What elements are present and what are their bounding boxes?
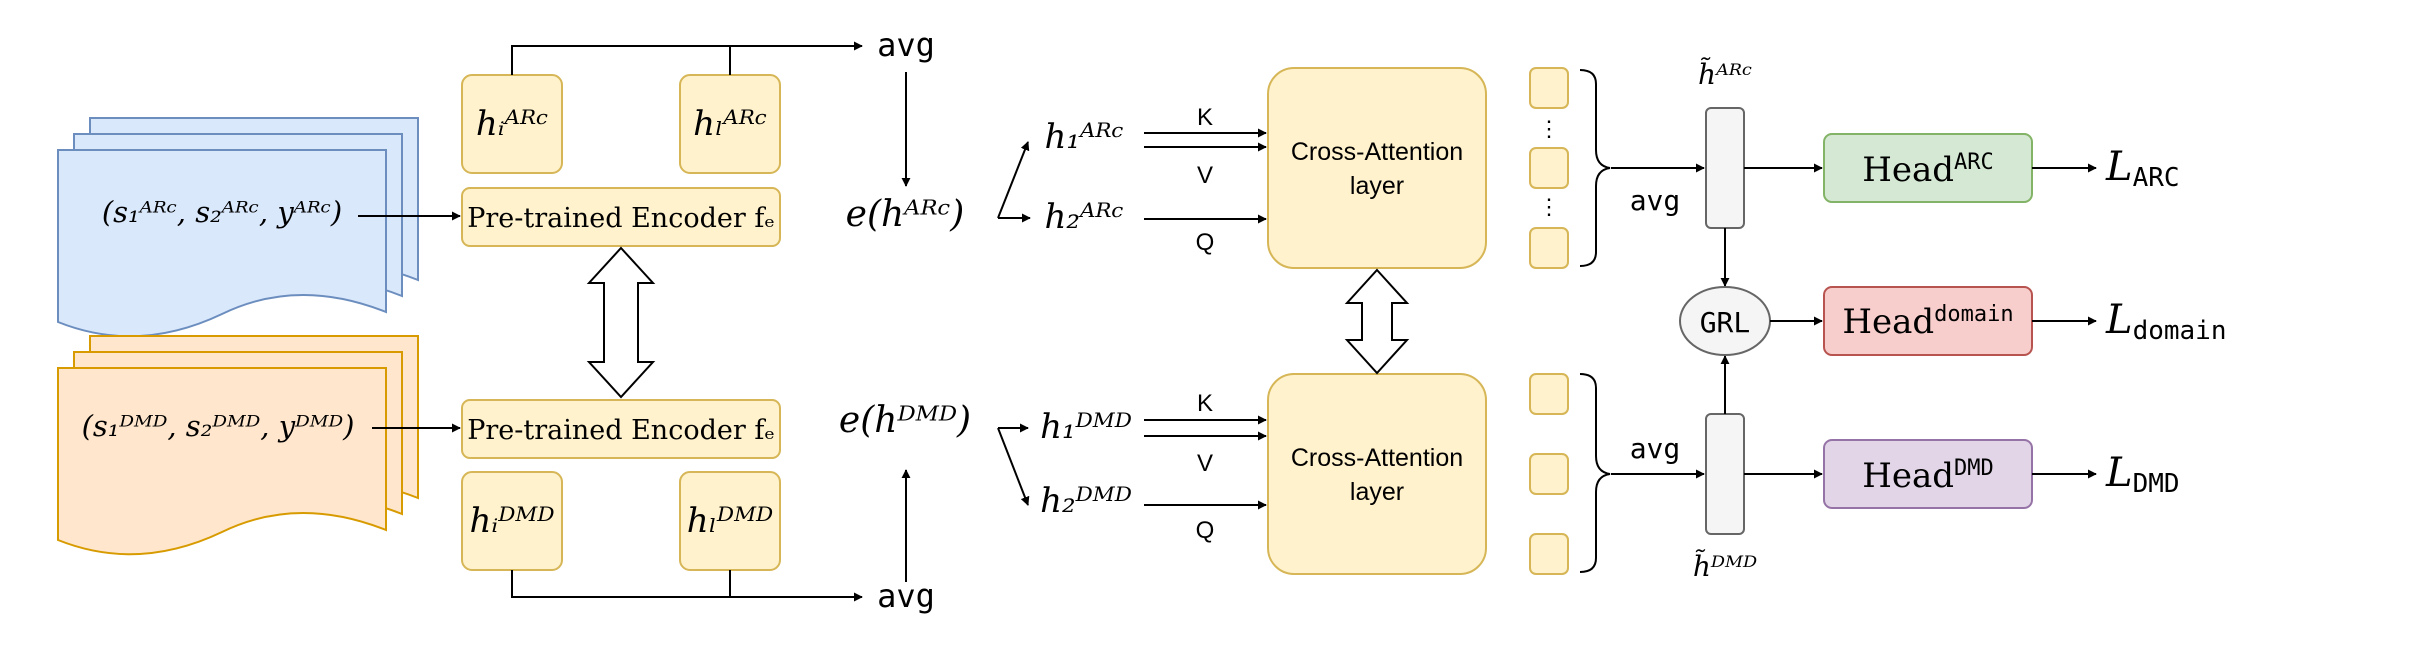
head-arc-sup: ARC bbox=[1954, 150, 1994, 175]
split-dmd-h2-arrow bbox=[997, 427, 1030, 506]
bottom-curly-brace bbox=[1579, 373, 1611, 573]
cross-attention-top bbox=[1267, 67, 1487, 269]
htilde-dmd: h̃ᴰᴹᴰ bbox=[1693, 549, 1757, 583]
cross-attention-bottom-line2: layer bbox=[1350, 478, 1404, 506]
dmd-input-documents: (s₁ᴰᴹᴰ, s₂ᴰᴹᴰ, yᴰᴹᴰ) bbox=[57, 335, 419, 556]
dots-top-2: ⋮ bbox=[1538, 194, 1560, 219]
loss-arc-symbol: L bbox=[2105, 144, 2133, 190]
avg-right-top: avg bbox=[1630, 184, 1681, 217]
encoder-top-label: Pre-trained Encoder fₑ bbox=[467, 203, 775, 234]
loss-domain-symbol: L bbox=[2105, 297, 2133, 343]
loss-arc-sub: ARC bbox=[2133, 163, 2180, 193]
attn-out-token-bottom-2 bbox=[1529, 453, 1569, 495]
hidden-l-arc: hₗᴬᴿᶜ bbox=[693, 104, 767, 144]
attn-out-token-top-3 bbox=[1529, 227, 1569, 269]
htilde-arc: h̃ᴬᴿᶜ bbox=[1698, 57, 1752, 91]
loss-domain-sub: domain bbox=[2133, 316, 2227, 346]
head-domain-label: Headdomain bbox=[1842, 302, 2013, 342]
h2-dmd: h₂ᴰᴹᴰ bbox=[1040, 481, 1132, 521]
pooled-vector-arc bbox=[1705, 107, 1745, 229]
loss-dmd-symbol: L bbox=[2105, 450, 2133, 496]
split-arc-h1-arrow bbox=[997, 141, 1030, 219]
head-domain-sup: domain bbox=[1934, 302, 2013, 327]
grl-label: GRL bbox=[1700, 306, 1751, 339]
dots-top-1: ⋮ bbox=[1538, 116, 1560, 141]
pooled-vector-dmd bbox=[1705, 413, 1745, 535]
arc-k-label: K bbox=[1197, 104, 1213, 131]
dmd-v-label: V bbox=[1197, 450, 1213, 477]
head-arc-label: HeadARC bbox=[1862, 150, 1994, 190]
attn-out-token-top-1 bbox=[1529, 67, 1569, 109]
head-dmd-label: HeadDMD bbox=[1862, 456, 1994, 496]
attention-shared-double-arrow bbox=[1344, 268, 1410, 375]
shared-weights-double-arrow bbox=[586, 246, 656, 399]
hidden-i-arc: hᵢᴬᴿᶜ bbox=[476, 104, 548, 144]
cross-attention-top-line1: Cross-Attention bbox=[1291, 138, 1463, 166]
dmd-k-label: K bbox=[1197, 390, 1213, 417]
cross-attention-bottom bbox=[1267, 373, 1487, 575]
attn-out-token-top-2 bbox=[1529, 147, 1569, 189]
attn-out-token-bottom-3 bbox=[1529, 533, 1569, 575]
avg-bottom: avg bbox=[877, 577, 935, 615]
head-domain-word: Head bbox=[1842, 302, 1934, 342]
dmd-input-tuple: (s₁ᴰᴹᴰ, s₂ᴰᴹᴰ, yᴰᴹᴰ) bbox=[82, 409, 355, 443]
head-dmd-word: Head bbox=[1862, 456, 1954, 496]
hidden-i-dmd: hᵢᴰᴹᴰ bbox=[470, 501, 555, 541]
encoder-bottom bbox=[461, 399, 781, 459]
arc-input-documents: (s₁ᴬᴿᶜ, s₂ᴬᴿᶜ, yᴬᴿᶜ) bbox=[57, 117, 419, 338]
cross-attention-bottom-line1: Cross-Attention bbox=[1291, 444, 1463, 472]
avg-right-bottom: avg bbox=[1630, 432, 1681, 465]
head-arc-word: Head bbox=[1862, 150, 1954, 190]
loss-dmd-sub: DMD bbox=[2133, 469, 2180, 499]
hidden-l-dmd: hₗᴰᴹᴰ bbox=[687, 501, 773, 541]
loss-arc: LARC bbox=[2105, 144, 2180, 193]
head-dmd-sup: DMD bbox=[1954, 456, 1994, 481]
arc-input-tuple: (s₁ᴬᴿᶜ, s₂ᴬᴿᶜ, yᴬᴿᶜ) bbox=[102, 195, 342, 229]
attn-out-token-bottom-1 bbox=[1529, 373, 1569, 415]
bottom-pooling-bracket bbox=[511, 570, 863, 602]
embedding-arc: e(hᴬᴿᶜ) bbox=[846, 194, 965, 235]
arc-q-label: Q bbox=[1196, 229, 1215, 256]
loss-dmd: LDMD bbox=[2105, 450, 2180, 499]
cross-attention-top-line2: layer bbox=[1350, 172, 1404, 200]
arc-v-label: V bbox=[1197, 162, 1213, 189]
top-curly-brace bbox=[1579, 69, 1611, 267]
loss-domain: Ldomain bbox=[2105, 297, 2226, 346]
top-pooling-bracket bbox=[511, 41, 863, 75]
encoder-top bbox=[461, 187, 781, 247]
dmd-q-label: Q bbox=[1196, 517, 1215, 544]
avg-top: avg bbox=[877, 26, 935, 64]
embedding-dmd: e(hᴰᴹᴰ) bbox=[839, 400, 971, 441]
h1-dmd: h₁ᴰᴹᴰ bbox=[1040, 407, 1132, 447]
h2-arc: h₂ᴬᴿᶜ bbox=[1044, 197, 1123, 237]
encoder-bottom-label: Pre-trained Encoder fₑ bbox=[467, 415, 775, 446]
h1-arc: h₁ᴬᴿᶜ bbox=[1044, 117, 1123, 157]
